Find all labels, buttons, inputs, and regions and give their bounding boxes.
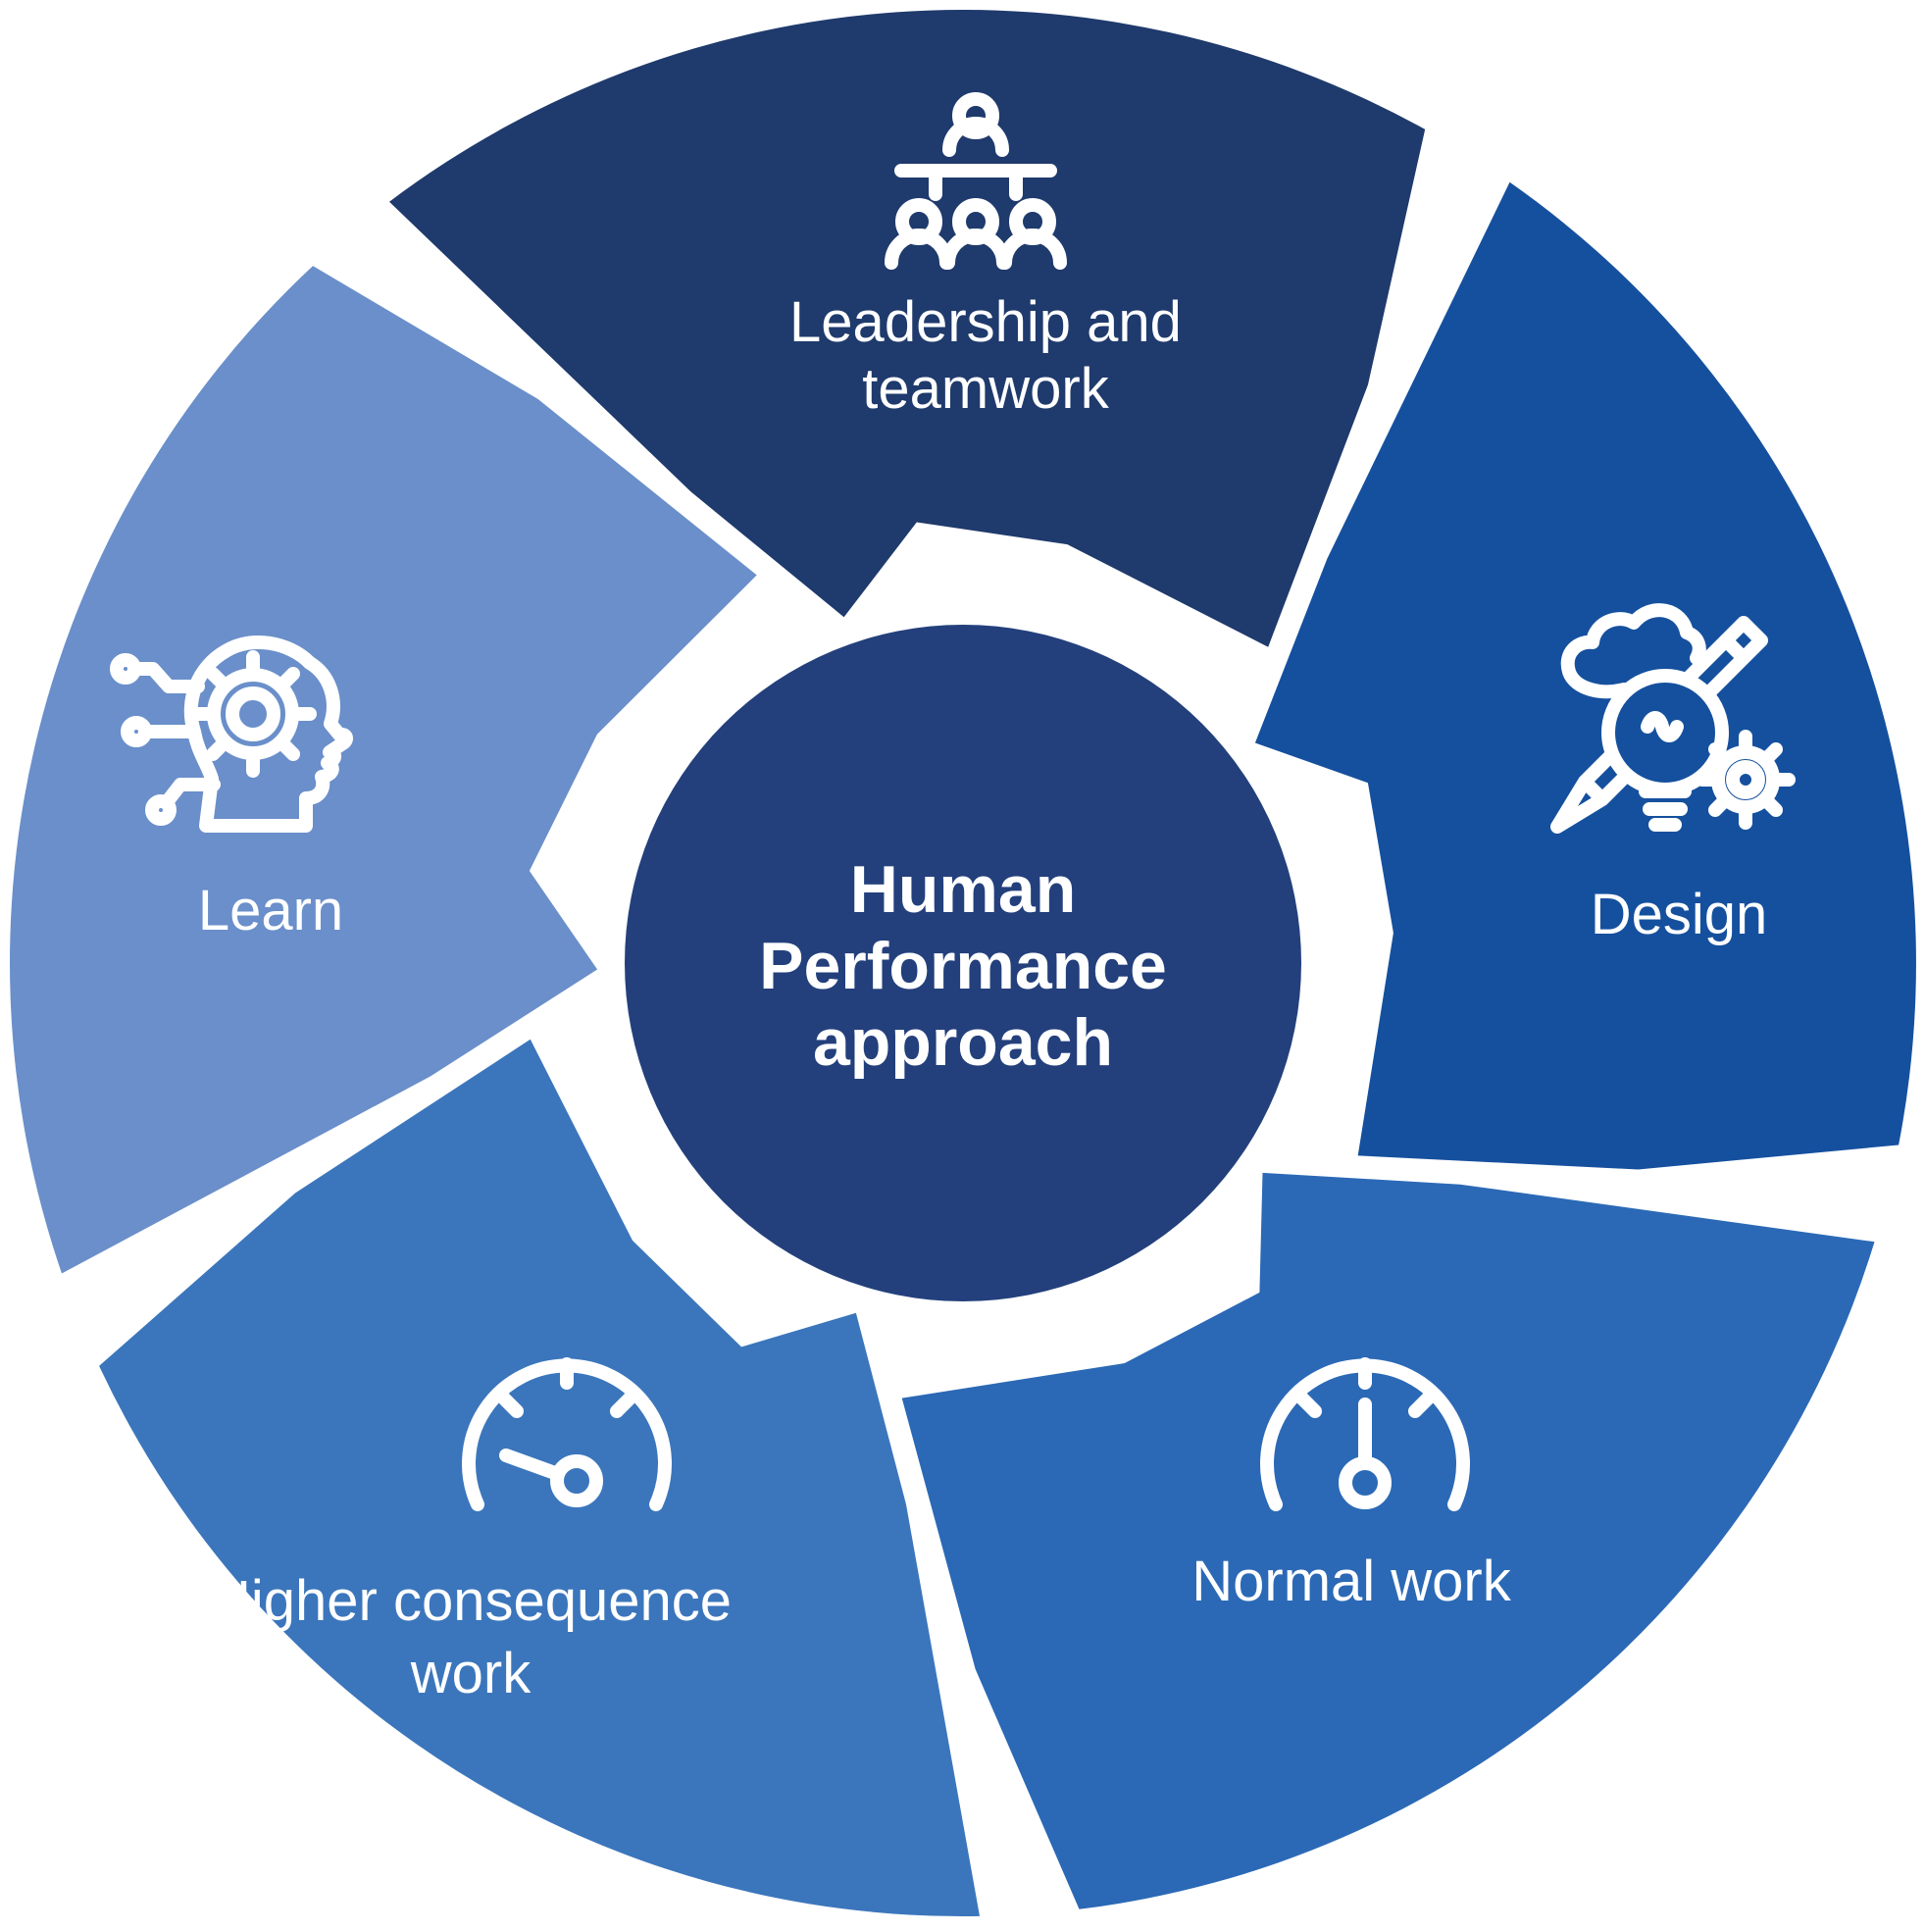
cloud-icon [1560,603,1706,699]
gauge-low-icon [462,1357,672,1511]
head-profile-icon [183,635,353,833]
gear-icon [189,650,317,778]
label-learn: Learn [198,879,343,942]
gear-icon [1696,730,1796,830]
label-normal-work: Normal work [1191,1550,1511,1613]
segment-normal-work [901,1172,1875,1909]
center-title-line3: approach [813,1005,1113,1080]
gauge-normal-icon [1260,1357,1470,1511]
segment-leadership-teamwork [389,10,1426,647]
segment-learn [10,266,757,1274]
label-higher-consequence-line1: Higher consequence [210,1569,732,1633]
center-title-line2: Performance [759,929,1167,1003]
circuit-lines-icon [128,662,221,809]
center-circle [625,625,1301,1301]
center-title-line1: Human [850,852,1076,927]
label-design: Design [1591,883,1768,946]
segment-higher-consequence-work [99,1039,981,1917]
design-idea-icon [1550,603,1796,834]
label-leadership-line1: Leadership and [789,290,1182,354]
pencil-icon [1550,616,1768,834]
segment-design [1254,181,1916,1170]
mind-gear-icon [110,635,353,833]
label-higher-consequence-line2: work [410,1642,532,1705]
team-presentation-icon [885,92,1067,270]
label-leadership-line2: teamwork [862,357,1109,421]
